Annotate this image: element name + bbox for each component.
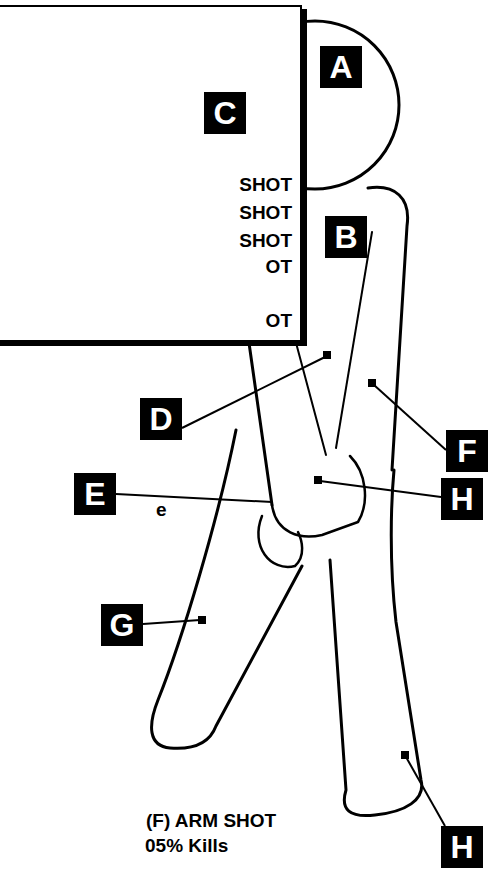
callout-letter-box: H (441, 478, 483, 520)
callout-letter: H (450, 829, 473, 865)
key-box: SHOT SHOT SHOT OT OT (0, 5, 302, 342)
callout-letter-box: E (74, 473, 116, 515)
leader-line (406, 757, 445, 826)
target-dot (323, 351, 331, 359)
callout-letter: C (213, 95, 236, 131)
right-arm-outer (368, 187, 408, 470)
fist-outline (258, 516, 302, 567)
key-entry: SHOT (239, 174, 292, 196)
note-label: (F) ARM SHOT (146, 810, 276, 832)
callout-letter: H (450, 481, 473, 517)
callout-letter: B (334, 219, 357, 255)
leader-line (182, 357, 325, 428)
note-label: 05% Kills (145, 835, 228, 857)
target-dot (401, 751, 409, 759)
callout-letter-box: D (140, 398, 182, 440)
callout-letter: F (457, 433, 477, 469)
left-leg-outline (152, 430, 302, 748)
key-entry: SHOT (239, 202, 292, 224)
target-dot (368, 379, 376, 387)
callout-letter: G (110, 607, 135, 643)
key-entry: OT (266, 256, 292, 278)
leader-line (374, 385, 446, 450)
target-dot (198, 616, 206, 624)
callout-letter: D (149, 401, 172, 437)
right-arm-inner (336, 232, 372, 448)
right-leg-outline (330, 470, 422, 816)
callout-letter-box: G (101, 604, 143, 646)
leader-line (143, 620, 200, 624)
note-label: e (156, 499, 167, 521)
leader-line (320, 481, 441, 497)
callout-letter-box: C (204, 92, 246, 134)
callout-letter-box: F (446, 430, 488, 472)
hands-outline (272, 456, 365, 536)
leader-line (116, 494, 272, 502)
key-entry: SHOT (239, 230, 292, 252)
callout-letter-box: H (441, 826, 483, 868)
callout-letter-box: B (325, 216, 367, 258)
key-entry: OT (266, 310, 292, 332)
callout-letter: A (329, 49, 352, 85)
callout-letter-box: A (320, 46, 362, 88)
target-dot (314, 476, 322, 484)
callout-letter: E (84, 476, 105, 512)
